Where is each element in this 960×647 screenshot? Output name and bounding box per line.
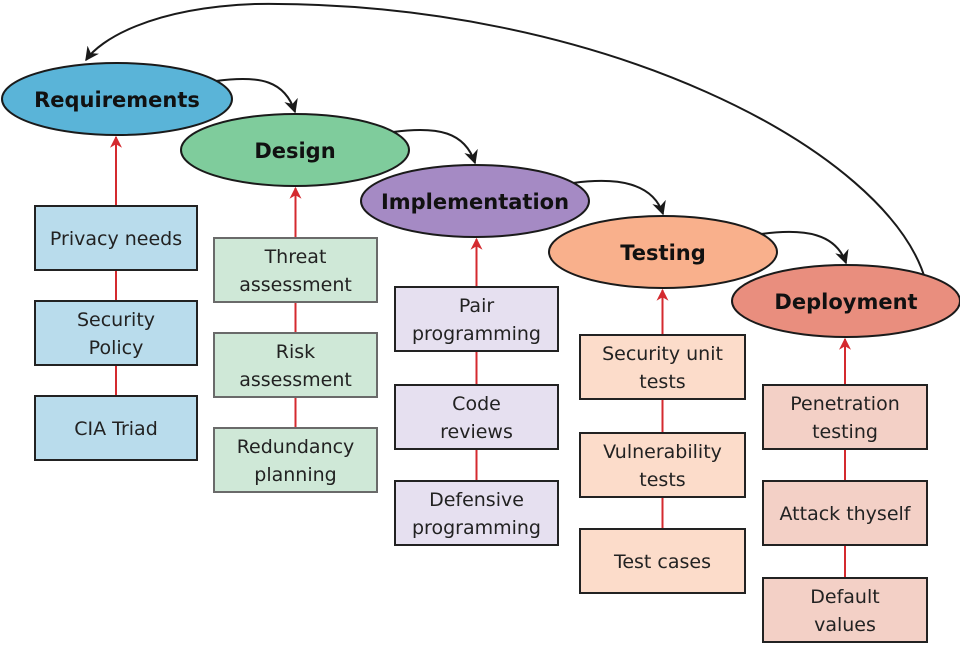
activity-label: values bbox=[814, 614, 876, 636]
activity-label: programming bbox=[412, 517, 541, 539]
activity-box-shape bbox=[34, 300, 198, 366]
activity-label: Vulnerability bbox=[603, 441, 722, 463]
requirements-activity-box: CIA Triad bbox=[34, 395, 198, 461]
phase-design-label: Design bbox=[254, 139, 335, 163]
activity-label: Risk bbox=[276, 341, 315, 363]
deployment-activity-box: Attack thyself bbox=[762, 480, 928, 546]
testing-activity-box: Test cases bbox=[579, 528, 746, 594]
activity-label: assessment bbox=[239, 274, 352, 296]
activity-box-shape bbox=[394, 480, 559, 546]
design-activity-box: Risk assessment bbox=[213, 332, 378, 398]
phase-nodes: RequirementsDesignImplementationTestingD… bbox=[1, 62, 960, 338]
activity-box-shape bbox=[579, 528, 746, 594]
phase-design-ellipse bbox=[180, 113, 410, 187]
implementation-activity-box: Defensive programming bbox=[394, 480, 559, 546]
activity-label: Attack thyself bbox=[780, 503, 912, 525]
activity-box-shape bbox=[213, 332, 378, 398]
activity-label: Security bbox=[77, 309, 155, 331]
activity-label: Privacy needs bbox=[50, 228, 182, 250]
flow-arrow-deployment-to-requirements bbox=[85, 2, 927, 283]
flow-arrow-design-to-implementation bbox=[392, 128, 478, 165]
phase-implementation-label: Implementation bbox=[381, 190, 569, 214]
phase-requirements-label: Requirements bbox=[34, 88, 200, 112]
support-connectors bbox=[110, 135, 851, 578]
activity-label: tests bbox=[639, 371, 685, 393]
phase-design: Design bbox=[180, 113, 410, 187]
flow-arrow-requirements-to-design bbox=[215, 77, 298, 114]
activity-label: assessment bbox=[239, 369, 352, 391]
flow-edges bbox=[85, 2, 927, 283]
design-activity-box: Redundancy planning bbox=[213, 427, 378, 493]
activity-label: Default bbox=[810, 586, 879, 608]
activity-label: Threat bbox=[264, 246, 327, 268]
phase-requirements-ellipse bbox=[1, 62, 233, 136]
phase-testing: Testing bbox=[548, 215, 778, 289]
activity-box-shape bbox=[394, 286, 559, 352]
activity-box-shape bbox=[213, 427, 378, 493]
requirements-activity-box: Privacy needs bbox=[34, 205, 198, 271]
activity-box-shape bbox=[579, 432, 746, 498]
activity-label: Code bbox=[452, 393, 501, 415]
activity-box-shape bbox=[394, 384, 559, 450]
activity-box-shape bbox=[762, 577, 928, 643]
activity-label: programming bbox=[412, 323, 541, 345]
activity-label: planning bbox=[254, 464, 336, 486]
phase-deployment: Deployment bbox=[731, 264, 960, 338]
activity-box-shape bbox=[762, 480, 928, 546]
activity-label: testing bbox=[812, 421, 878, 443]
phase-deployment-ellipse bbox=[731, 264, 960, 338]
design-activity-box: Threat assessment bbox=[213, 237, 378, 303]
phase-testing-ellipse bbox=[548, 215, 778, 289]
activity-label: Penetration bbox=[790, 393, 900, 415]
activity-label: Security unit bbox=[602, 343, 723, 365]
activity-label: Test cases bbox=[613, 551, 711, 573]
activity-label: Defensive bbox=[429, 489, 524, 511]
testing-activity-box: Vulnerability tests bbox=[579, 432, 746, 498]
activity-label: CIA Triad bbox=[74, 418, 158, 440]
activity-label: Policy bbox=[89, 337, 144, 359]
activity-box-shape bbox=[213, 237, 378, 303]
activity-label: Redundancy bbox=[237, 436, 355, 458]
activity-label: tests bbox=[639, 469, 685, 491]
phase-deployment-label: Deployment bbox=[774, 290, 917, 314]
phase-testing-label: Testing bbox=[620, 241, 706, 265]
activity-box-shape bbox=[34, 205, 198, 271]
phase-requirements: Requirements bbox=[1, 62, 233, 136]
deployment-activity-box: Penetration testing bbox=[762, 384, 928, 450]
deployment-activity-box: Default values bbox=[762, 577, 928, 643]
phase-implementation-ellipse bbox=[360, 164, 590, 238]
phase-implementation: Implementation bbox=[360, 164, 590, 238]
activity-box-shape bbox=[579, 334, 746, 400]
flow-arrow-testing-to-deployment bbox=[760, 230, 849, 265]
flow-arrow-implementation-to-testing bbox=[572, 179, 666, 216]
implementation-activity-box: Code reviews bbox=[394, 384, 559, 450]
activity-box-shape bbox=[34, 395, 198, 461]
activity-label: reviews bbox=[440, 421, 513, 443]
testing-activity-box: Security unit tests bbox=[579, 334, 746, 400]
activity-label: Pair bbox=[459, 295, 495, 317]
activity-box-shape bbox=[762, 384, 928, 450]
implementation-activity-box: Pair programming bbox=[394, 286, 559, 352]
